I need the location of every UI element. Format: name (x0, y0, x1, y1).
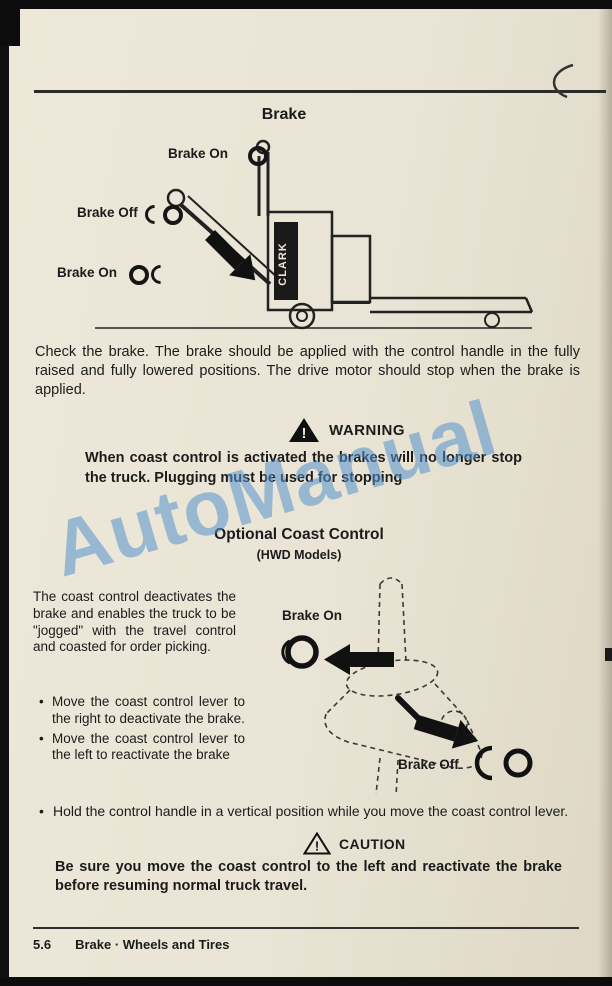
caution-header: ! CAUTION (303, 831, 406, 856)
brake-on-top-symbol (248, 146, 268, 166)
watermark: AutoManual (42, 382, 506, 594)
bullet-text: Move the coast control lever to the left… (52, 730, 245, 763)
bullet-item: • Move the coast control lever to the ri… (39, 694, 245, 728)
forks (332, 296, 534, 328)
bullet-item-wide: • Hold the control handle in a vertical … (39, 802, 587, 821)
footer-rule (33, 927, 579, 929)
coast-intro-paragraph: The coast control deactivates the brake … (33, 589, 236, 655)
bullet-text: Hold the control handle in a vertical po… (53, 803, 569, 819)
bullet-list: • Move the coast control lever to the ri… (39, 694, 245, 767)
brake-off-ring-symbol (163, 205, 183, 225)
caution-triangle-icon: ! (303, 831, 331, 855)
caution-label: CAUTION (339, 835, 406, 852)
brake-off-label-2: Brake Off (398, 757, 459, 772)
warning-header: ! WARNING (288, 416, 405, 444)
brake-on-symbol-2 (281, 635, 319, 669)
footer: 5.6 Brake · Wheels and Tires (33, 937, 229, 952)
coast-control-diagram (281, 577, 533, 797)
brake-on-bottom-label: Brake On (57, 265, 118, 280)
edge-tick-mark (605, 648, 612, 661)
coast-section-heading: Optional Coast Control (214, 526, 384, 543)
check-brake-paragraph: Check the brake. The brake should be app… (35, 344, 580, 398)
truck-body: CLARK (266, 210, 372, 330)
bullet-icon: • (39, 803, 44, 819)
coast-control-lever (395, 695, 423, 723)
brake-on-label-2: Brake On (282, 608, 343, 623)
left-edge-bar (0, 0, 9, 986)
scan-curve-mark (541, 62, 579, 105)
page-number: 5.6 (33, 937, 52, 952)
handle-motion-arrow-icon (205, 230, 256, 281)
coast-section-subheading: (HWD Models) (256, 548, 342, 562)
bullet-text: Move the coast control lever to the righ… (52, 694, 245, 726)
caution-text: Be sure you move the coast control to th… (55, 859, 562, 894)
page-title: Brake (261, 106, 307, 123)
footer-title: Brake · Wheels and Tires (75, 937, 230, 952)
warning-triangle-icon: ! (289, 418, 319, 442)
brake-on-top-label: Brake On (168, 146, 229, 161)
arrow-right-icon (413, 714, 479, 749)
handle-lowered (166, 188, 279, 286)
top-edge-bar (0, 0, 612, 9)
bullet-item: • Move the coast control lever to the le… (39, 731, 245, 765)
truck-logo: CLARK (277, 242, 289, 286)
pallet-truck-brake-diagram: CLARK (95, 139, 534, 330)
brake-off-symbol-2 (474, 745, 533, 781)
warning-text: When coast control is activated the brak… (85, 450, 522, 486)
arrow-left-icon (324, 644, 394, 675)
warning-label: WARNING (329, 421, 405, 439)
right-scan-shadow (598, 9, 612, 977)
svg-text:!: ! (315, 839, 319, 854)
brake-on-bottom-ring-symbol (129, 265, 149, 285)
bullet-icon: • (39, 730, 44, 746)
brake-off-label: Brake Off (77, 205, 138, 220)
bullet-icon: • (39, 694, 44, 709)
svg-text:!: ! (302, 425, 307, 442)
corner-mark (0, 0, 20, 46)
top-rule (34, 90, 606, 93)
bottom-edge-bar (0, 977, 612, 986)
